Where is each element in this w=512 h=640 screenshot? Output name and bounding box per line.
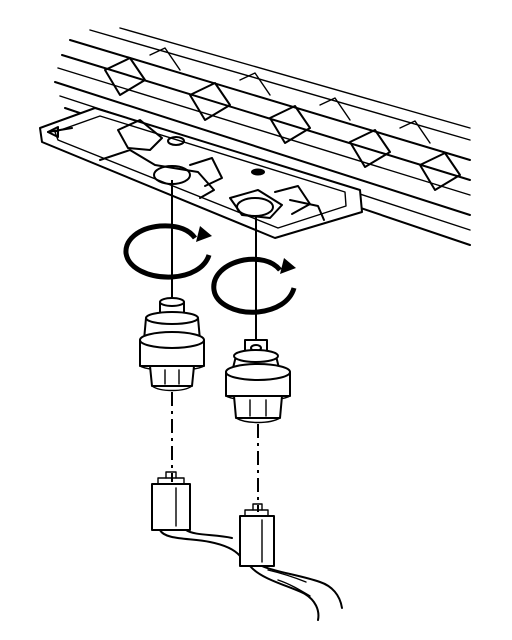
left-connector: [151, 471, 191, 531]
left-sensor: [139, 297, 205, 392]
left-fastener-rotation-arrow: [123, 223, 212, 280]
wiring-harness: [159, 529, 343, 621]
right-fastener-rotation-arrow: [211, 256, 297, 315]
right-connector: [239, 503, 275, 567]
right-sensor: [225, 339, 291, 424]
fuel-tank-shield-plate: [39, 107, 363, 239]
